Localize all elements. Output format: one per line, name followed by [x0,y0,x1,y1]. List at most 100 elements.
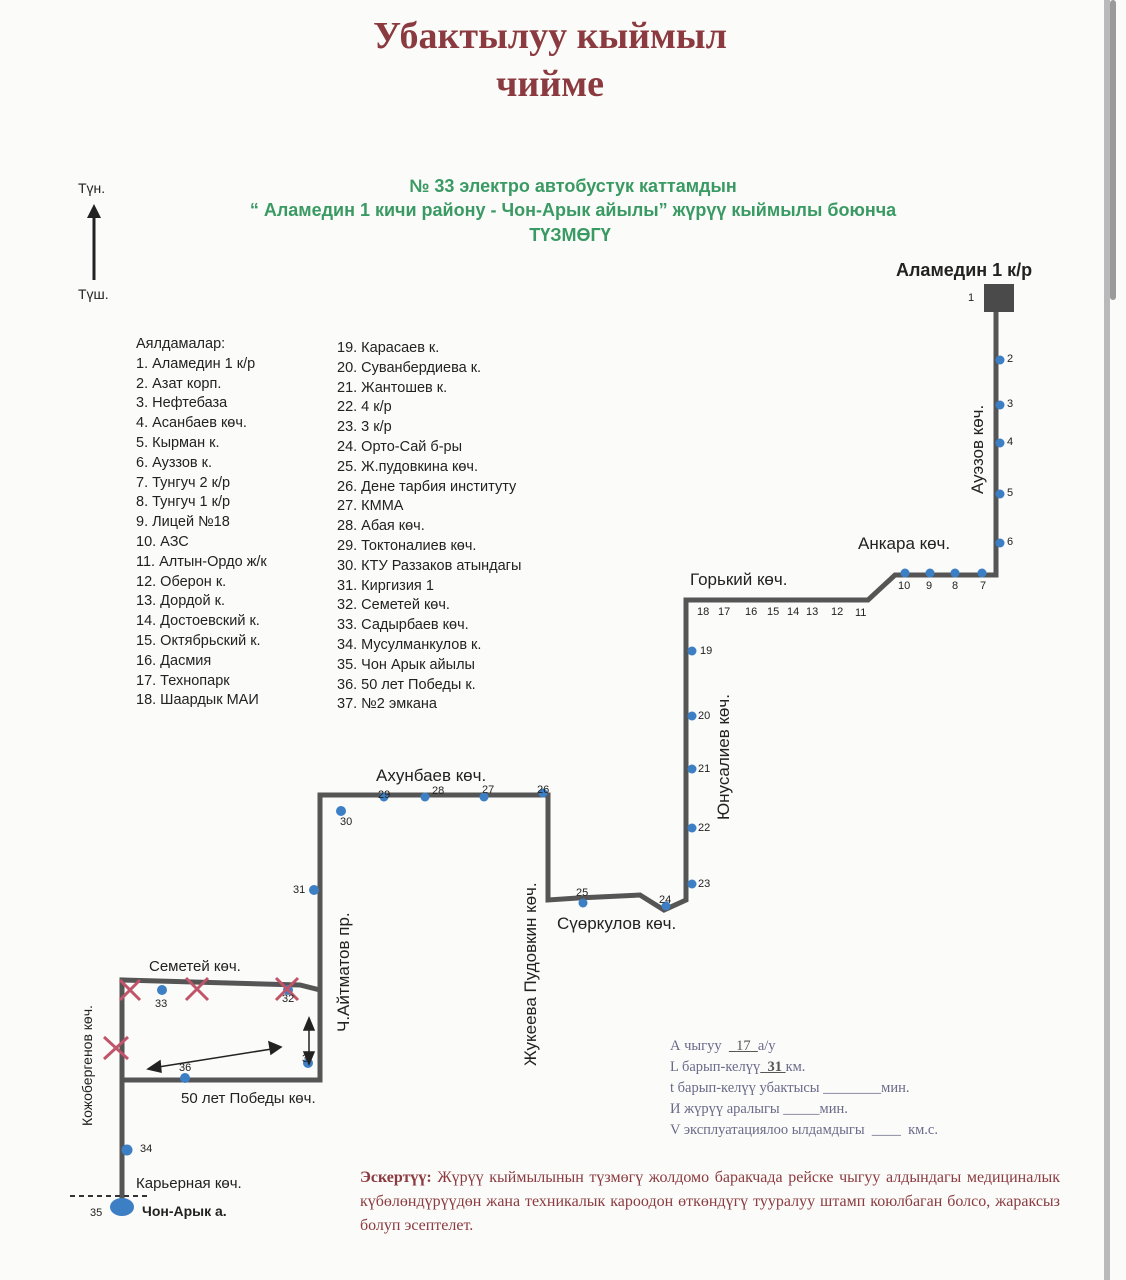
list-item: 9. Лицей №18 [136,514,230,531]
stop-number: 24 [659,894,672,906]
stop-number: 34 [140,1143,153,1155]
stop-number: 31 [293,884,306,896]
stop-dot-20 [687,711,697,721]
stop-number: 26 [537,784,550,796]
stop-dot-27 [479,792,489,802]
street-label-ankara: Анкара көч. [858,534,951,553]
list-item: 2. Азат корп. [136,375,222,392]
stop-number: 28 [432,785,445,797]
stop-dot-19 [687,646,697,656]
scrollbar[interactable] [1110,0,1116,300]
stop-dot-23 [687,879,697,889]
list-item: 22. 4 к/р [337,399,392,416]
list-item: 18. Шаардык МАИ [136,692,259,709]
street-label-yunusaliev: Юнусалиев көч. [714,694,733,820]
list-item: 30. КТУ Раззаков атындагы [337,557,522,574]
list-item: 12. Оберон к. [136,573,227,590]
list-item: 13. Дордой к. [136,593,225,610]
list-item: 15. Октябрьский к. [136,632,261,649]
stop-dot-30 [336,806,346,816]
stop-dot-10 [900,568,910,578]
stop-number: 20 [698,710,711,722]
list-item: 17. Технопарк [136,672,230,689]
stop-number: 25 [576,887,589,899]
stop-number: 35 [90,1207,103,1219]
stop-dot-34 [121,1144,133,1156]
list-item: 16. Дасмия [136,652,212,669]
stop-number: 33 [155,998,168,1010]
stop-number: 6 [1007,536,1014,548]
stop-number: 3 [1007,398,1014,410]
stop-number: 4 [1007,436,1014,448]
list-item: 8. Тунгуч 1 к/р [136,494,231,511]
street-label-zhukeeva: Жукеева Пудовкин көч. [521,882,540,1066]
list-item: 37. №2 эмкана [337,696,437,713]
street-label-aitmatov: Ч.Айтматов пр. [334,912,353,1032]
stop-dot-7 [977,568,987,578]
street-label-akhunbaev: Ахунбаев көч. [376,766,487,785]
stop-dot-36 [180,1073,190,1083]
stat-a: А чыгуу 17 а/у [670,1038,776,1054]
stop-number: 10 [898,580,911,592]
subtitle-line-3: ТҮЗМӨГҮ [529,225,611,245]
list-item: 11. Алтын-Ордо ж/к [136,553,267,570]
north-arrow-icon [87,204,101,280]
terminal-top-label: Аламедин 1 к/р [896,260,1033,280]
list-item: 20. Суванбердиева к. [337,359,482,376]
list-item: 31. Киргизия 1 [337,577,434,594]
route-map [70,284,1014,1216]
stop-dot-29 [379,792,389,802]
list-item: 28. Абая көч. [337,518,425,535]
stop-dot-22 [687,823,697,833]
compass-north-label: Түн. [78,180,106,196]
stop-dot-3 [995,400,1005,410]
stop-dot-9 [925,568,935,578]
stop-number: 17 [718,606,731,618]
street-label-kozhobergenov: Кожобергенов көч. [79,1005,95,1126]
compass-south-label: Түш. [78,286,109,302]
stop-number: 2 [1007,353,1014,365]
stop-number: 8 [952,580,959,592]
direction-arrows [146,1016,316,1073]
stops-heading: Аялдамалар: [136,336,226,352]
stop-number: 27 [482,784,495,796]
closed-section-markers [102,976,300,1061]
stop-dot-6 [995,538,1005,548]
stop-number: 23 [698,878,711,890]
stop-number: 11 [855,607,867,619]
list-item: 3. Нефтебаза [136,395,228,412]
list-item: 24. Орто-Сай б-ры [337,438,463,455]
list-item: 10. АЗС [136,533,189,550]
subtitle-line-1: № 33 электро автобустук каттамдын [409,176,737,196]
stop-dot-8 [950,568,960,578]
stop-number: 3 [302,1053,309,1065]
stat-i: И жүрүү аралыгы _____мин. [670,1101,848,1117]
note-label: Эскертүү: [360,1169,432,1186]
street-label-karyernaya: Карьерная көч. [136,1175,242,1192]
stat-v: V эксплуатациялоо ылдамдыгы ____ км.с. [670,1122,938,1138]
stop-number: 16 [745,606,758,618]
stops-list-col-2: 19. Карасаев к. 20. Суванбердиева к. 21.… [337,339,521,715]
document-title: Убактылуу кыймыл чийме [0,12,1100,108]
list-item: 32. Семетей көч. [337,597,450,614]
stop-dot-31 [309,885,319,895]
stop-dot-4 [995,438,1005,448]
stop-number: 9 [926,580,933,592]
list-item: 5. Кырман к. [136,434,220,451]
terminal-bottom-marker [110,1198,134,1216]
list-item: 6. Ауззов к. [136,454,213,471]
list-item: 25. Ж.пудовкина көч. [337,458,478,475]
stop-number: 15 [767,606,780,618]
subtitle-line-2: “ Аламедин 1 кичи району - Чон-Арык айыл… [249,200,897,220]
stop-number: 22 [698,822,711,834]
stat-l: L барып-келүү 31 км. [670,1059,806,1075]
street-label-suerkulov: Сүөркулов көч. [557,914,677,933]
list-item: 27. КММА [337,498,404,515]
stop-number: 7 [980,580,987,592]
terminal-bottom-label: Чон-Арык а. [142,1203,227,1219]
route-stats: А чыгуу 17 а/у L барып-келүү 31 км. t ба… [670,1036,938,1141]
list-item: 36. 50 лет Победы к. [337,676,476,693]
stops-list-col-1: Аялдамалар: 1. Аламедин 1 к/р 2. Азат ко… [136,335,267,711]
stop-dot-2 [995,355,1005,365]
stop-dot-5 [995,489,1005,499]
